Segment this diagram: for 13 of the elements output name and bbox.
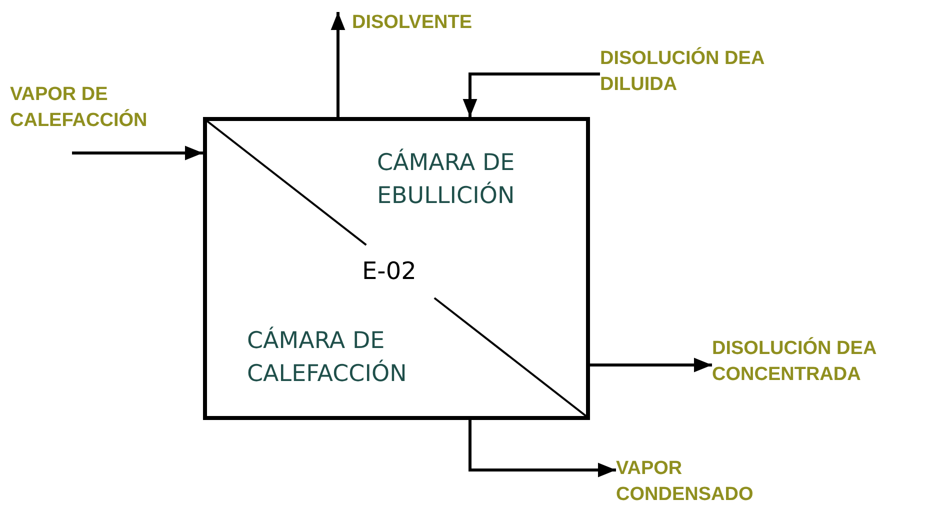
arrow (462, 72, 600, 117)
stream-label: DISOLUCIÓN DEA CONCENTRADA (712, 336, 878, 387)
chamber-label: CÁMARA DE CALEFACCIÓN (247, 326, 408, 389)
arrow (468, 420, 616, 478)
stream-label: VAPOR DE CALEFACCIÓN (10, 83, 148, 133)
arrow (330, 12, 346, 117)
stream-label: VAPOR CONDENSADO (616, 457, 754, 507)
arrow (590, 358, 712, 372)
equipment-tag: E-02 (362, 255, 416, 288)
arrow (72, 146, 203, 160)
chamber-label: CÁMARA DE EBULLICIÓN (377, 148, 516, 211)
stream-label: DISOLVENTE (351, 11, 473, 35)
stream-label: DISOLUCIÓN DEA DILUIDA (600, 46, 766, 97)
